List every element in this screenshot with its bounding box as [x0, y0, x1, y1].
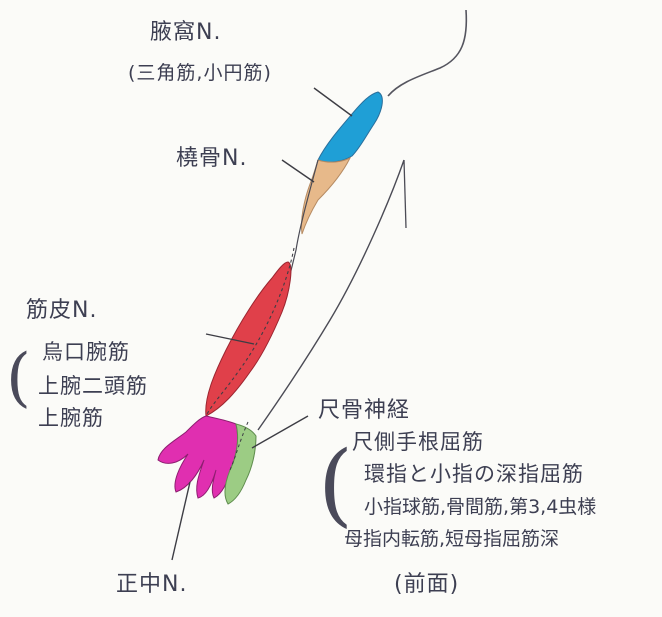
view-caption: (前面) [394, 572, 460, 597]
musculocutaneous-muscle-2: 上腕二頭筋 [38, 374, 148, 398]
ulnar-muscle-2: 環指と小指の深指屈筋 [364, 462, 584, 486]
axillary-nerve-label: 腋窩N. [150, 20, 222, 45]
ulnar-muscle-3: 小指球筋,骨間筋,第3,4虫様 [364, 496, 597, 518]
ulnar-region [224, 423, 257, 505]
median-nerve-label: 正中N. [116, 572, 188, 597]
ulnar-nerve-label: 尺骨神経 [318, 398, 411, 423]
musculocutaneous-pointer [205, 333, 255, 345]
musculocutaneous-nerve-label: 筋皮N. [26, 298, 98, 323]
ulnar-pointer [251, 415, 309, 449]
radial-pointer [281, 159, 315, 183]
axillary-region [317, 91, 383, 163]
ulnar-muscle-1: 尺側手根屈筋 [352, 430, 484, 454]
lateral-arm-line [257, 159, 405, 431]
median-pointer [171, 481, 191, 561]
musculocutaneous-region [205, 261, 292, 417]
axillary-pointer [313, 87, 353, 117]
ulnar-muscle-4: 母指内転筋,短母指屈筋深 [344, 528, 560, 550]
musculocutaneous-edge [205, 247, 295, 417]
musculocutaneous-muscle-1: 烏口腕筋 [42, 340, 130, 364]
radial-nerve-label: 橈骨N. [176, 146, 248, 171]
left-paren-icon: ( [6, 341, 31, 415]
axillary-muscles-label: (三角筋,小円筋) [128, 62, 272, 84]
ulnar-paren-icon: ( [318, 432, 354, 537]
shoulder-outline [387, 9, 468, 97]
medial-arm-line [403, 159, 407, 229]
musculocutaneous-muscle-3: 上腕筋 [38, 406, 104, 430]
